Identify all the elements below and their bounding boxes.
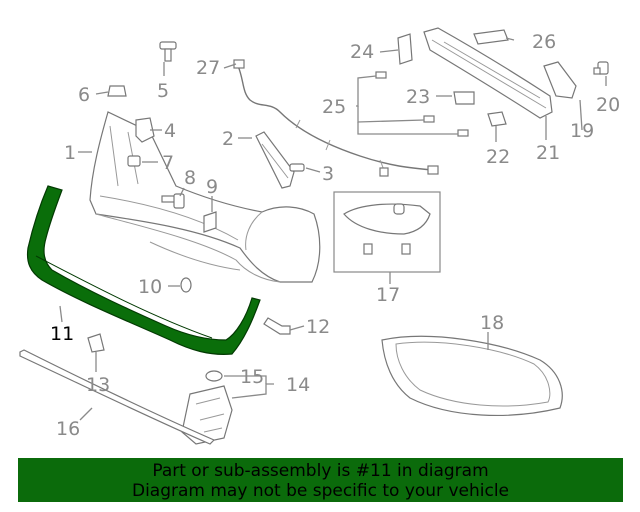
footer-banner: Part or sub-assembly is #11 in diagram D… — [18, 458, 623, 502]
callout-11: 11 — [50, 323, 74, 345]
callout-4: 4 — [164, 120, 176, 142]
bracket-part-19[interactable] — [543, 61, 577, 99]
callout-26: 26 — [532, 31, 556, 53]
nut-part-15[interactable] — [205, 370, 223, 382]
trim-strip-part-16[interactable] — [19, 349, 216, 445]
callout-14: 14 — [286, 374, 310, 396]
callout-8: 8 — [184, 167, 196, 189]
bolt-part-12[interactable] — [263, 317, 291, 335]
callout-21: 21 — [536, 142, 560, 164]
bracket-part-26[interactable] — [473, 29, 509, 45]
callout-15: 15 — [240, 366, 264, 388]
push-pin-part-5[interactable] — [159, 41, 177, 62]
callout-19: 19 — [570, 120, 594, 142]
callout-5: 5 — [157, 80, 169, 102]
callout-16: 16 — [56, 418, 80, 440]
clip-part-6[interactable] — [107, 85, 127, 97]
bolt-part-20[interactable] — [593, 61, 609, 75]
bolts-part-25[interactable] — [375, 71, 469, 137]
callout-1: 1 — [64, 142, 76, 164]
parts-diagram: 1 2 3 4 5 6 7 8 9 10 11 12 13 14 15 16 1… — [19, 27, 620, 445]
callout-20: 20 — [596, 94, 620, 116]
callout-18: 18 — [480, 312, 504, 334]
callout-25: 25 — [322, 96, 346, 118]
bolt-part-8[interactable] — [161, 193, 185, 209]
footer-line-2: Diagram may not be specific to your vehi… — [131, 481, 509, 501]
callout-9: 9 — [206, 176, 218, 198]
bracket-part-4[interactable] — [135, 117, 155, 143]
callout-13: 13 — [86, 374, 110, 396]
lower-valance-part-11[interactable] — [26, 185, 261, 355]
bezel-part-18[interactable] — [381, 335, 563, 417]
callout-6: 6 — [78, 84, 90, 106]
callout-27: 27 — [196, 57, 220, 79]
callout-7: 7 — [162, 152, 174, 174]
grommet-part-10[interactable] — [180, 277, 192, 293]
impact-beam-part-21[interactable] — [423, 27, 553, 119]
callout-2: 2 — [222, 128, 234, 150]
clip-part-23[interactable] — [453, 91, 475, 105]
footer-line-1: Part or sub-assembly is #11 in diagram — [152, 461, 489, 481]
leader-lines — [59, 37, 607, 421]
pad-part-9[interactable] — [203, 211, 217, 233]
clip-part-13[interactable] — [87, 333, 105, 353]
callout-22: 22 — [486, 146, 510, 168]
callout-23: 23 — [406, 86, 430, 108]
clip-part-3[interactable] — [289, 163, 305, 172]
callout-3: 3 — [322, 163, 334, 185]
callout-12: 12 — [306, 316, 330, 338]
bracket-part-24[interactable] — [397, 33, 413, 65]
callout-17: 17 — [376, 284, 400, 306]
clip-part-22[interactable] — [487, 111, 507, 127]
bracket-part-2[interactable] — [255, 131, 295, 189]
callout-10: 10 — [138, 276, 162, 298]
callout-24: 24 — [350, 41, 374, 63]
light-assembly-part-17[interactable] — [333, 191, 441, 273]
clip-part-7[interactable] — [127, 155, 141, 167]
wiring-harness-part-27[interactable] — [233, 59, 439, 177]
bumper-cover-part[interactable] — [89, 111, 321, 283]
